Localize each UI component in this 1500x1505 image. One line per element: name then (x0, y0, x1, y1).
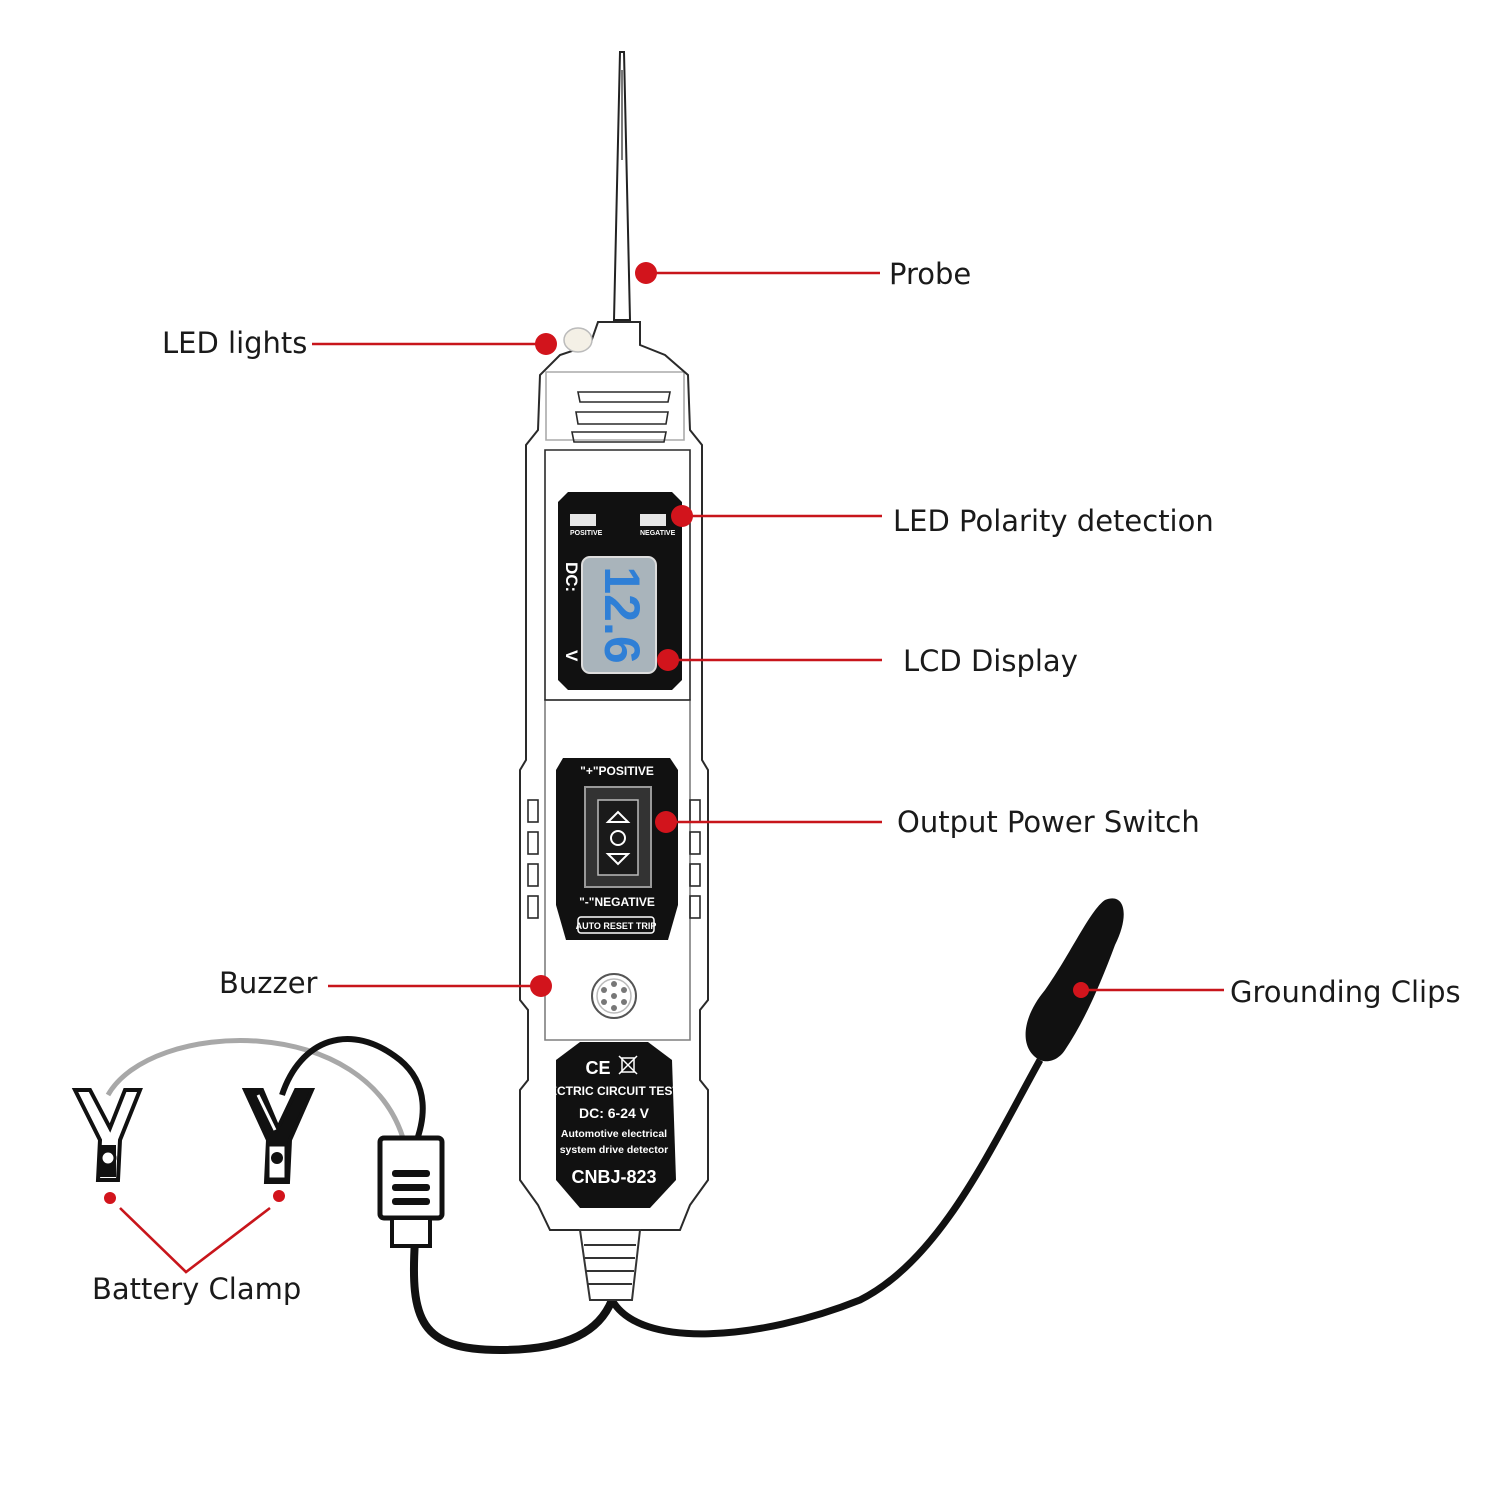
product-name: ELECTRIC CIRCUIT TESTER (534, 1084, 697, 1098)
auto-reset-label: AUTO RESET TRIP (576, 921, 657, 931)
led-positive-indicator (570, 514, 596, 526)
cables (105, 1035, 1044, 1355)
label-grounding-clips: Grounding Clips (1230, 975, 1461, 1009)
callout-labels: Probe LED lights LED Polarity detection … (92, 257, 1461, 1306)
switch-bottom-label: "-"NEGATIVE (579, 895, 655, 909)
cable-connector (377, 1135, 445, 1248)
label-led-polarity: LED Polarity detection (893, 504, 1214, 538)
label-led-lights: LED lights (162, 326, 307, 360)
label-lcd-display: LCD Display (903, 644, 1078, 678)
weee-bin-icon (618, 1055, 638, 1075)
battery-clamp-right (241, 1088, 316, 1184)
lcd-screen (581, 556, 657, 674)
arrow-up-icon (605, 810, 631, 823)
lcd-unit: V (562, 650, 581, 662)
grip-notches (527, 799, 701, 919)
grounding-clip (1025, 898, 1124, 1062)
desc-line1: Automotive electrical (561, 1128, 667, 1140)
switch-top-label: "+"POSITIVE (580, 764, 654, 778)
strain-relief (578, 1229, 642, 1301)
led-negative-indicator (640, 514, 666, 526)
arrow-down-icon (605, 853, 631, 866)
lcd-value: 12.6 (594, 566, 650, 663)
voltage-range: DC: 6-24 V (579, 1105, 650, 1121)
label-plate: CE ELECTRIC CIRCUIT TESTER DC: 6-24 V Au… (534, 1042, 697, 1208)
switch-panel: "+"POSITIVE "-"NEGATIVE AUTO RESET TRIP (556, 758, 678, 940)
label-battery-clamp: Battery Clamp (92, 1272, 301, 1306)
probe (612, 51, 632, 321)
battery-clamp-left (71, 1088, 143, 1182)
indicator-negative-label: NEGATIVE (640, 530, 676, 537)
callout-leaders (104, 262, 1224, 1274)
label-buzzer: Buzzer (219, 966, 318, 1000)
power-circle-icon (610, 830, 626, 846)
label-output-switch: Output Power Switch (897, 805, 1200, 839)
display-panel: POSITIVE NEGATIVE DC: V 12.6 (558, 492, 682, 690)
led-light (563, 327, 593, 353)
desc-line2: system drive detector (560, 1144, 669, 1156)
indicator-positive-label: POSITIVE (570, 530, 603, 537)
cert-marks: CE (585, 1058, 610, 1078)
model-number: CNBJ-823 (571, 1167, 656, 1187)
lcd-prefix: DC: (562, 562, 581, 592)
label-probe: Probe (889, 257, 971, 291)
buzzer-grille (591, 973, 637, 1019)
